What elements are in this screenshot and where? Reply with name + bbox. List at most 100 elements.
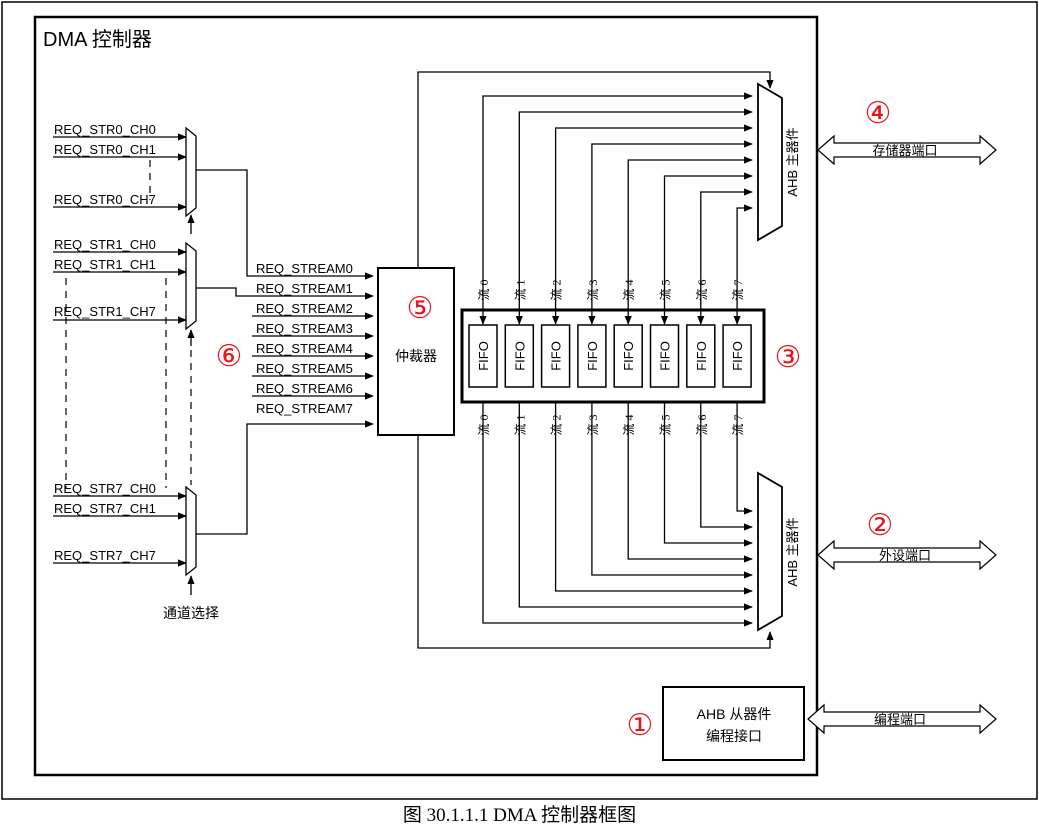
fifo-stream-tags-bottom: 流 0 流 1 流 2 流 3 流 4 流 5 流 6 流 7 <box>477 414 745 435</box>
fifo-label: FIFO <box>512 341 527 371</box>
stream-tag-top: 流 4 <box>622 279 636 300</box>
req-str0-ch7: REQ_STR0_CH7 <box>54 192 156 207</box>
stream-label-3: REQ_STREAM3 <box>256 321 353 336</box>
route-up <box>627 156 753 310</box>
stream-lines <box>252 312 374 400</box>
stream-tag-bottom: 流 2 <box>550 414 564 435</box>
fifo-label: FIFO <box>730 341 745 371</box>
stream-tag-top: 流 2 <box>550 279 564 300</box>
ahb-master-memory-label: AHB 主器件 <box>785 127 800 196</box>
route-up <box>591 140 753 310</box>
fifo-cell <box>686 324 716 388</box>
ahb-slave-line1: AHB 从器件 <box>697 706 772 722</box>
route-up <box>700 188 753 310</box>
req-str1-ch7: REQ_STR1_CH7 <box>54 304 156 319</box>
marker-3: ③ <box>775 340 802 375</box>
fifo-cell <box>722 324 752 388</box>
ahb-master-peripheral-label: AHB 主器件 <box>785 517 800 586</box>
marker-6: ⑥ <box>216 339 243 374</box>
fifo-label: FIFO <box>621 341 636 371</box>
figure-caption: 图 30.1.1.1 DMA 控制器框图 <box>402 805 637 826</box>
stream-tag-top: 流 6 <box>695 279 709 300</box>
req-group-str7 <box>53 420 374 595</box>
fifo-cell <box>540 324 571 388</box>
route-up <box>482 92 753 310</box>
route-down <box>591 402 753 579</box>
route-down <box>700 402 753 531</box>
stream-label-2: REQ_STREAM2 <box>256 301 353 316</box>
memory-port-label: 存储器端口 <box>872 143 937 158</box>
fifo-cell <box>577 324 607 388</box>
stream-tag-top: 流 0 <box>477 279 491 300</box>
stream-tag-bottom: 流 1 <box>513 414 527 435</box>
fifo-label: FIFO <box>658 341 673 371</box>
fifo-cell <box>504 324 535 388</box>
arbiter-box <box>377 267 455 436</box>
route-down <box>518 402 753 611</box>
fifo-cell <box>649 324 680 388</box>
dashed-continuation <box>65 160 192 488</box>
route-up <box>736 204 753 310</box>
arbiter-links <box>417 71 774 649</box>
ahb-master-peripheral <box>757 471 783 632</box>
route-up <box>663 172 753 310</box>
fifo-label: FIFO <box>549 341 564 371</box>
fifo-routing-lines <box>479 92 753 627</box>
programming-port-arrow: 编程端口 <box>807 703 997 735</box>
req-str7-ch0: REQ_STR7_CH0 <box>54 481 156 496</box>
ahb-slave-line2: 编程接口 <box>706 728 762 744</box>
channel-select-label: 通道选择 <box>163 605 219 621</box>
stream-tag-top: 流 7 <box>731 279 745 300</box>
arbiter-label: 仲裁器 <box>395 348 437 364</box>
controller-title: DMA 控制器 <box>43 28 152 51</box>
stream-tag-bottom: 流 4 <box>622 414 636 435</box>
fifo-cell <box>468 324 498 388</box>
stream-label-4: REQ_STREAM4 <box>256 341 353 356</box>
ahb-slave-box <box>662 686 805 761</box>
route-down <box>554 402 753 595</box>
fifo-cell <box>613 324 643 388</box>
fifo-label: FIFO <box>694 341 709 371</box>
req-str0-ch0: REQ_STR0_CH0 <box>54 122 156 137</box>
fifo-label: FIFO <box>476 341 491 371</box>
marker-5: ⑤ <box>407 291 434 326</box>
dma-controller-box <box>33 15 819 777</box>
req-str7-ch7: REQ_STR7_CH7 <box>54 548 156 563</box>
stream-label-1: REQ_STREAM1 <box>256 281 353 296</box>
stream-label-0: REQ_STREAM0 <box>256 261 353 276</box>
fifo-block <box>460 308 766 404</box>
req-str0-ch1: REQ_STR0_CH1 <box>54 142 156 157</box>
memory-port-arrow: 存储器端口 <box>817 134 997 166</box>
marker-2: ② <box>867 508 894 543</box>
req-str7-ch1: REQ_STR7_CH1 <box>54 501 156 516</box>
stream-tag-bottom: 流 7 <box>731 414 745 435</box>
stream-tag-bottom: 流 6 <box>695 414 709 435</box>
stream-tag-top: 流 5 <box>659 279 673 300</box>
marker-4: ④ <box>865 96 892 131</box>
stream-label-7: REQ_STREAM7 <box>256 401 353 416</box>
req-group-str0 <box>53 126 374 280</box>
route-down <box>663 402 753 547</box>
peripheral-port-arrow: 外设端口 <box>817 539 997 571</box>
stream-label-5: REQ_STREAM5 <box>256 361 353 376</box>
stream-tag-top: 流 1 <box>513 279 527 300</box>
fifo-label: FIFO <box>585 341 600 371</box>
figure-frame <box>1 1 1038 800</box>
route-up <box>518 108 753 310</box>
stream-tag-bottom: 流 3 <box>586 414 600 435</box>
marker-1: ① <box>627 708 654 743</box>
req-str1-ch1: REQ_STR1_CH1 <box>54 257 156 272</box>
route-down <box>482 402 753 627</box>
stream-label-6: REQ_STREAM6 <box>256 381 353 396</box>
stream-tag-top: 流 3 <box>586 279 600 300</box>
req-group-str1 <box>53 241 374 346</box>
route-down <box>627 402 753 563</box>
stream-tag-bottom: 流 0 <box>477 414 491 435</box>
stream-tag-bottom: 流 5 <box>659 414 673 435</box>
route-up <box>554 124 753 310</box>
ahb-master-memory <box>757 82 783 242</box>
dma-block-diagram: DMA 控制器 REQ_STR0_CH0 REQ_STR0_CH1 REQ_ST… <box>1 1 1038 800</box>
fifo-stream-tags-top: 流 0 流 1 流 2 流 3 流 4 流 5 流 6 流 7 <box>477 279 745 300</box>
fifo-cells: FIFO FIFO FIFO FIFO FIFO FIFO FIFO FIFO <box>468 324 752 388</box>
req-str1-ch0: REQ_STR1_CH0 <box>54 237 156 252</box>
